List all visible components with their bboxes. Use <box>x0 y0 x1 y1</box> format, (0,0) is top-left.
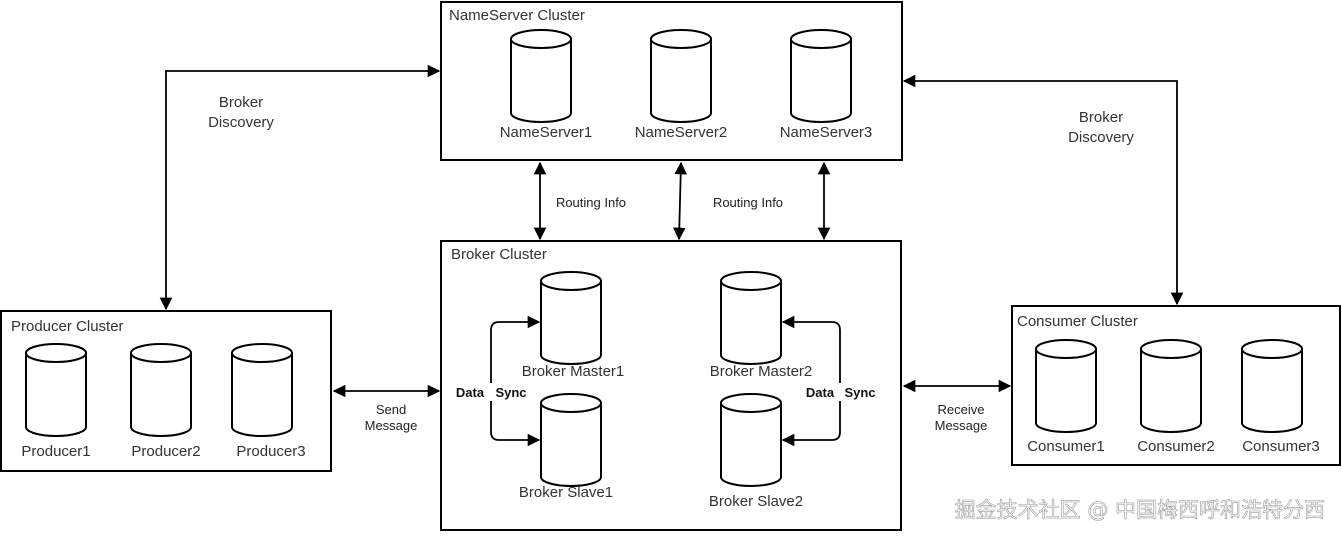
data-sync-left-data: Data <box>456 385 485 400</box>
data-sync-right-sync: Sync <box>844 385 875 400</box>
nameserver1-label: NameServer1 <box>500 124 593 141</box>
consumer2-label: Consumer2 <box>1137 438 1215 455</box>
routing-info-label-1: Routing Info <box>556 195 626 210</box>
nameserver-cluster: NameServer Cluster NameServer1 NameServe… <box>440 1 903 161</box>
send-message-line1: Send <box>376 402 406 417</box>
receive-message-line1: Receive <box>938 402 985 417</box>
consumer1-cylinder <box>1035 339 1097 433</box>
watermark: 掘金技术社区 @ 中国梅西呼和浩特分西 <box>955 498 1325 522</box>
broker-discovery-right-line2: Discovery <box>1068 129 1134 146</box>
data-sync-right-connector <box>781 315 841 447</box>
nameserver2-cylinder <box>650 29 712 123</box>
consumer1-label: Consumer1 <box>1027 438 1105 455</box>
routing-connector-2 <box>673 161 687 241</box>
broker-slave2-label: Broker Slave2 <box>709 493 803 510</box>
nameserver1-cylinder <box>510 29 572 123</box>
broker-slave1-cylinder <box>540 393 602 487</box>
consumer-cluster-title: Consumer Cluster <box>1017 313 1138 330</box>
broker-discovery-left-line1: Broker <box>219 94 263 111</box>
consumer3-label: Consumer3 <box>1242 438 1320 455</box>
receive-message-line2: Message <box>935 418 988 433</box>
broker-master2-cylinder <box>720 271 782 365</box>
producer-cluster-title: Producer Cluster <box>11 318 124 335</box>
consumer2-cylinder <box>1140 339 1202 433</box>
nameserver3-cylinder <box>790 29 852 123</box>
nameserver3-label: NameServer3 <box>780 124 873 141</box>
broker-master1-cylinder <box>540 271 602 365</box>
broker-cluster: Broker Cluster Broker Master1 Broker Sla… <box>440 240 902 531</box>
producer3-cylinder <box>231 343 293 437</box>
broker-master1-label: Broker Master1 <box>522 363 625 380</box>
producer2-cylinder <box>130 343 192 437</box>
broker-slave1-label: Broker Slave1 <box>519 484 613 501</box>
broker-discovery-right-line1: Broker <box>1079 109 1123 126</box>
data-sync-left-connector <box>490 315 541 447</box>
broker-cluster-title: Broker Cluster <box>451 246 547 263</box>
consumer-cluster: Consumer Cluster Consumer1 Consumer2 Con… <box>1011 305 1341 466</box>
producer3-label: Producer3 <box>236 443 305 460</box>
data-sync-right-data: Data <box>806 385 835 400</box>
nameserver2-label: NameServer2 <box>635 124 728 141</box>
data-sync-left-sync: Sync <box>495 385 526 400</box>
consumer-nameserver-connector <box>902 74 1184 306</box>
broker-slave2-cylinder <box>720 393 782 487</box>
consumer3-cylinder <box>1241 339 1303 433</box>
data-sync-right-bg <box>806 383 878 401</box>
producer2-label: Producer2 <box>131 443 200 460</box>
nameserver-cluster-title: NameServer Cluster <box>449 7 585 24</box>
producer1-cylinder <box>25 343 87 437</box>
routing-info-label-2: Routing Info <box>713 195 783 210</box>
producer1-label: Producer1 <box>21 443 90 460</box>
data-sync-left-bg <box>455 383 527 401</box>
broker-master2-label: Broker Master2 <box>710 363 813 380</box>
broker-discovery-left-line2: Discovery <box>208 114 274 131</box>
producer-cluster: Producer Cluster Producer1 Producer2 Pro… <box>0 310 332 472</box>
send-message-line2: Message <box>365 418 418 433</box>
producer-nameserver-connector <box>159 64 441 311</box>
